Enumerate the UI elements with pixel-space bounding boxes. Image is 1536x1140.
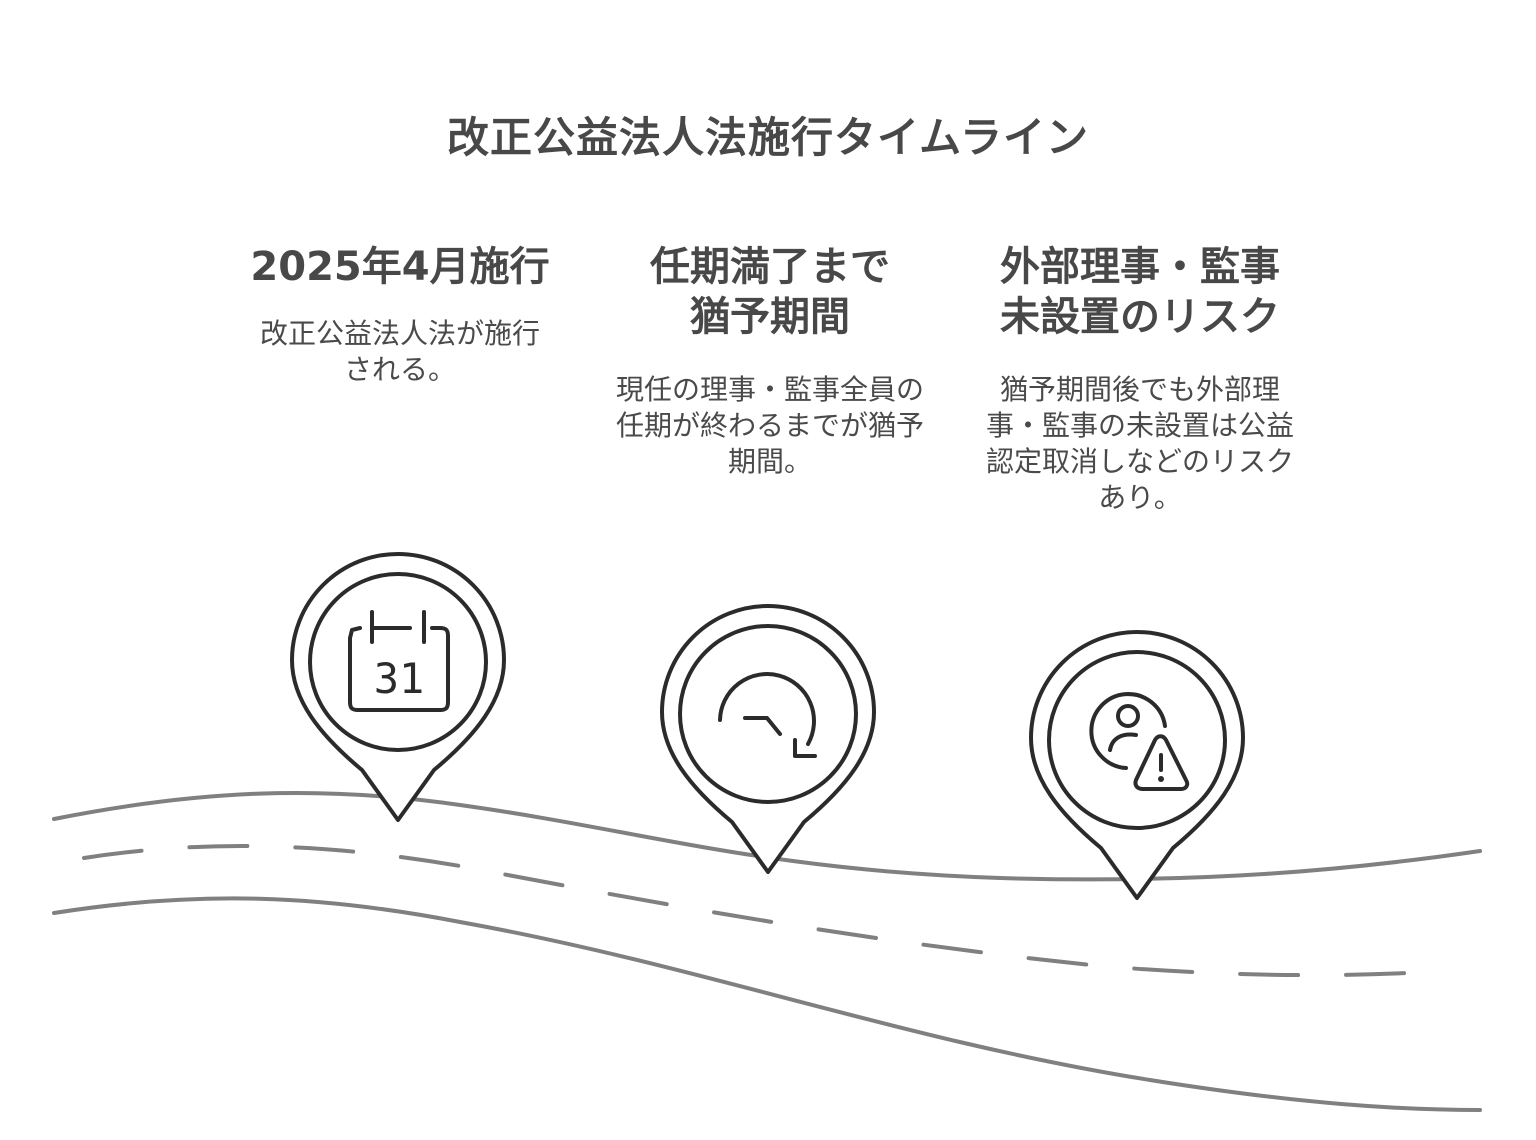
milestone-2-heading-line2: 猶予期間: [690, 294, 850, 340]
road-center-line: [82, 844, 1432, 978]
pin-3: [1029, 630, 1245, 900]
user-warning-icon: [1089, 692, 1190, 791]
pin-2: [660, 604, 876, 874]
milestone-2-description: 現任の理事・監事全員の任期が終わるまでが猶予期間。: [615, 373, 924, 478]
warning-dot: [1158, 776, 1164, 782]
clock-rotate-icon: [718, 672, 817, 758]
milestone-2-heading: 任期満了まで 猶予期間: [600, 242, 940, 342]
milestone-3-heading-line1: 外部理事・監事: [1000, 244, 1280, 290]
milestone-3-heading-line2: 未設置のリスク: [1000, 294, 1280, 340]
calendar-icon: [348, 610, 450, 712]
milestone-3: 外部理事・監事 未設置のリスク 猶予期間後でも外部理事・監事の未設置は公益認定取…: [960, 242, 1320, 516]
pin-1: [290, 552, 506, 822]
milestone-1-description: 改正公益法人法が施行される。: [260, 317, 541, 386]
calendar-day-number: 31: [374, 654, 425, 703]
page-title: 改正公益法人法施行タイムライン: [446, 113, 1090, 162]
milestone-2: 任期満了まで 猶予期間 現任の理事・監事全員の任期が終わるまでが猶予期間。: [600, 242, 940, 480]
milestone-2-heading-line1: 任期満了まで: [650, 244, 890, 290]
milestone-3-description: 猶予期間後でも外部理事・監事の未設置は公益認定取消しなどのリスクあり。: [985, 373, 1294, 514]
milestone-1-heading: 2025年4月施行: [250, 244, 550, 290]
road-lower-edge: [52, 896, 1482, 1112]
milestone-1: 2025年4月施行 改正公益法人法が施行される。: [230, 242, 570, 388]
milestone-3-heading: 外部理事・監事 未設置のリスク: [960, 242, 1320, 342]
road-upper-edge: [52, 790, 1482, 882]
